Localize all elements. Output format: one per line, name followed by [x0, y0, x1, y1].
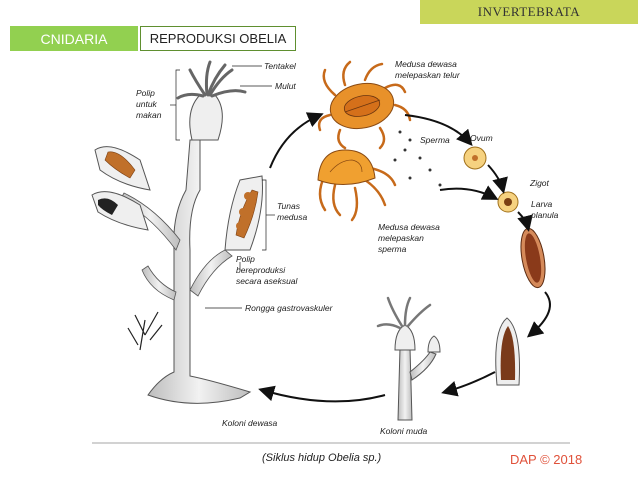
planula-larva — [520, 227, 546, 289]
label-koloni-muda: Koloni muda — [380, 426, 428, 436]
young-colony — [376, 296, 441, 421]
sperm-cells — [393, 130, 442, 187]
ovum — [463, 146, 487, 170]
label-polip-aseksual-2: bereproduksi — [236, 265, 286, 275]
label-polip-makan-1: Polip — [136, 88, 155, 98]
label-koloni-dewasa: Koloni dewasa — [222, 418, 278, 428]
label-polip-makan-3: makan — [136, 110, 162, 120]
leader-lines — [170, 65, 275, 309]
label-tunas-2: medusa — [277, 212, 308, 222]
label-polip-aseksual-1: Polip — [236, 254, 255, 264]
adult-colony — [91, 60, 263, 404]
label-tunas-1: Tunas — [277, 201, 301, 211]
label-larva-1: Larva — [531, 199, 553, 209]
label-rongga: Rongga gastrovaskuler — [245, 303, 334, 313]
label-polip-makan-2: untuk — [136, 99, 158, 109]
cycle-arrows — [258, 112, 551, 403]
label-medusa-sperma-1: Medusa dewasa — [378, 222, 440, 232]
label-medusa-sperma-2: melepaskan — [378, 233, 424, 243]
figure-caption: (Siklus hidup Obelia sp.) — [262, 452, 382, 464]
label-mulut: Mulut — [275, 81, 296, 91]
label-polip-aseksual-3: secara aseksual — [236, 276, 299, 286]
label-larva-2: planula — [530, 210, 559, 220]
tab-reproduksi-obelia[interactable]: REPRODUKSI OBELIA — [140, 26, 296, 51]
label-ovum: Ovum — [470, 133, 493, 143]
medusa-male — [317, 149, 397, 222]
label-medusa-sperma-3: sperma — [378, 244, 407, 254]
copyright-text: DAP © 2018 — [510, 452, 583, 467]
zygote — [497, 191, 519, 213]
label-sperma: Sperma — [420, 135, 450, 145]
label-tentakel: Tentakel — [264, 61, 297, 71]
tab-cnidaria[interactable]: CNIDARIA — [10, 26, 138, 51]
label-medusa-telur-2: melepaskan telur — [395, 70, 461, 80]
label-medusa-telur-1: Medusa dewasa — [395, 59, 457, 69]
label-zigot: Zigot — [529, 178, 550, 188]
settled-larva — [495, 317, 520, 386]
subject-banner: INVERTEBRATA — [420, 0, 638, 24]
